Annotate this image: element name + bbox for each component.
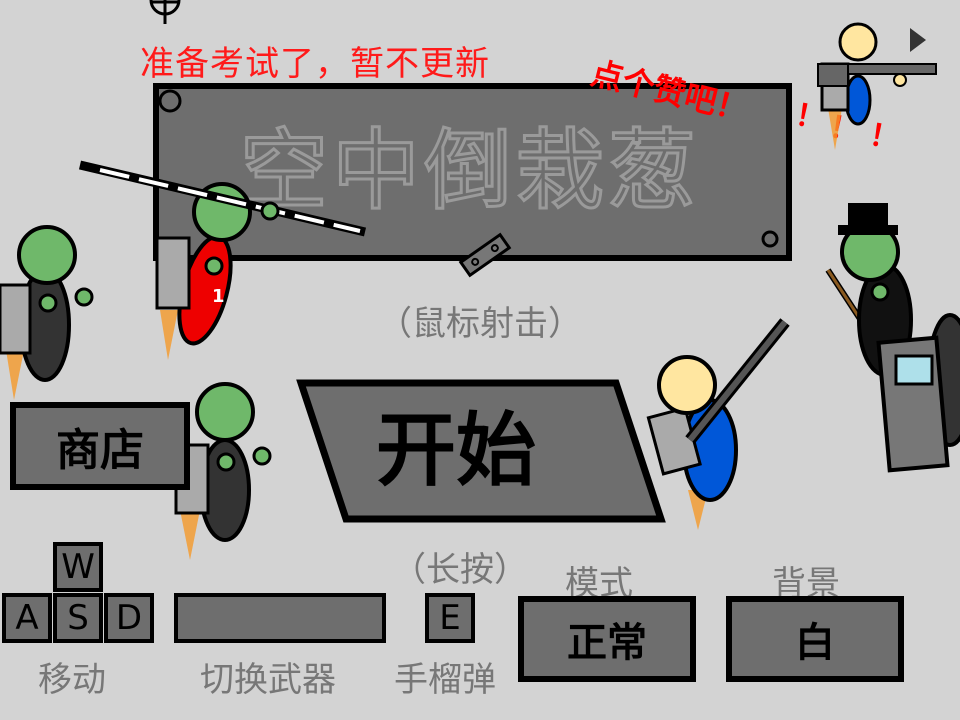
grenade-label: 手榴弹	[394, 660, 496, 700]
move-label: 移动	[38, 660, 106, 700]
game-title: 空中倒栽葱	[238, 118, 700, 224]
switch-weapon-key	[174, 593, 386, 643]
key-w: W	[53, 542, 103, 592]
key-d: D	[104, 593, 154, 643]
sign-bolt	[761, 230, 779, 248]
key-e: E	[425, 593, 475, 643]
sign-hanger	[458, 232, 512, 278]
rifleman-character	[646, 318, 790, 530]
start-button[interactable]: 开始	[376, 404, 536, 497]
zombie-character	[174, 382, 272, 560]
key-a: A	[2, 593, 52, 643]
play-triangle-icon[interactable]	[910, 28, 926, 52]
shop-button[interactable]: 商店	[10, 402, 190, 490]
update-notice: 准备考试了，暂不更新	[140, 44, 490, 84]
gunner-character	[817, 22, 937, 150]
zombie-with-top-hat	[825, 203, 960, 473]
start-button-shape[interactable]	[296, 378, 666, 524]
zombie-with-spear: 1	[78, 160, 367, 360]
mode-button[interactable]: 正常	[518, 596, 696, 682]
long-press-hint: （长按）	[392, 550, 528, 590]
background-button[interactable]: 白	[726, 596, 904, 682]
mouse-hint: （鼠标射击）	[378, 304, 582, 344]
sign-bolt	[158, 89, 182, 113]
player-number: 1	[212, 286, 225, 307]
crosshair-icon	[149, 0, 181, 24]
zombie-character	[0, 225, 94, 400]
key-s: S	[53, 593, 103, 643]
switch-weapon-label: 切换武器	[200, 660, 336, 700]
